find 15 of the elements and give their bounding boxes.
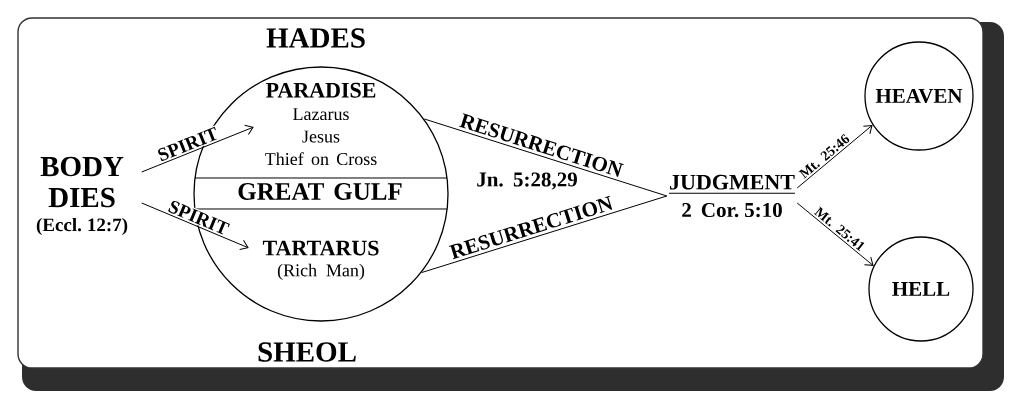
connector-line xyxy=(423,118,668,197)
connector-line xyxy=(421,195,668,274)
text-label: PARADISE Lazarus Jesus Thief on Cross xyxy=(265,82,377,166)
arrow xyxy=(796,125,873,189)
text-label: BODY DIES (Eccl. 12:7) xyxy=(36,156,128,236)
arrow xyxy=(141,124,254,173)
heading: HADES xyxy=(266,28,365,48)
circle-node: HEAVEN xyxy=(864,41,974,151)
text-label: JUDGMENT 2 Cor. 5:10 xyxy=(668,174,796,218)
band: GREAT GULF xyxy=(194,177,448,210)
arrow xyxy=(141,202,249,251)
text-label: TARTARUS (Rich Man) xyxy=(262,240,379,281)
arrow xyxy=(796,202,874,266)
heading: SHEOL xyxy=(258,342,356,362)
circle-node: HELL xyxy=(868,236,974,342)
